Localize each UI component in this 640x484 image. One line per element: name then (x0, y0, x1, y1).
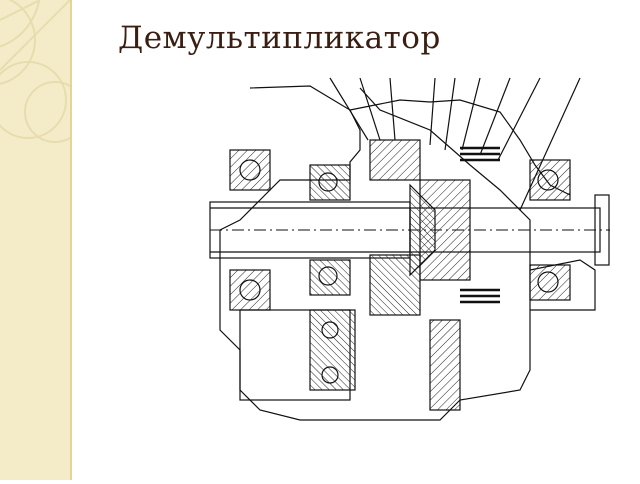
gearbox-cross-section-drawing (200, 70, 620, 449)
slide-title: Демультипликатор (118, 20, 441, 56)
decorative-circles-icon (0, 0, 86, 143)
drawing-svg (209, 77, 610, 421)
side-band-divider (70, 0, 72, 480)
decorative-side-band (0, 0, 86, 480)
